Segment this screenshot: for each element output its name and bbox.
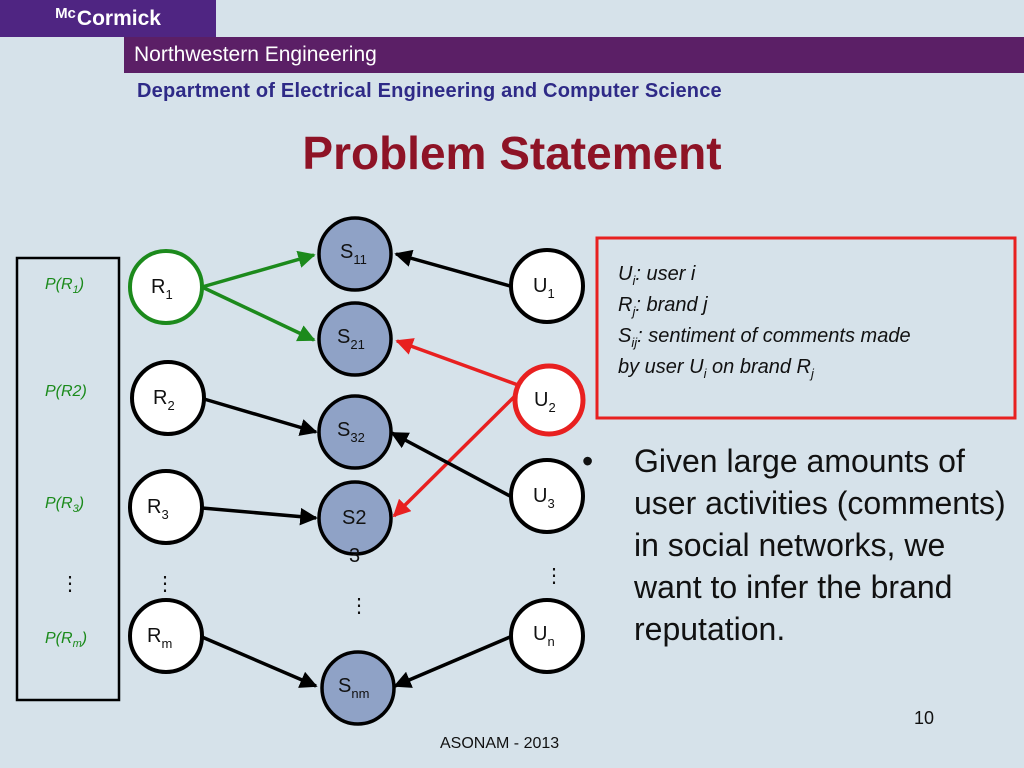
node-s11: S11 <box>317 216 393 292</box>
legend-box <box>595 236 1017 420</box>
svg-text:3: 3 <box>349 545 360 567</box>
node-s21: S21 <box>317 301 393 377</box>
node-snm: Snm <box>320 650 396 726</box>
header-bar-text: Northwestern Engineering <box>134 43 377 66</box>
logo-prefix: Mc <box>55 5 76 22</box>
svg-text:Snm: Snm <box>338 675 369 701</box>
legend-line-by-user: by user Ui on brand Rj <box>618 356 814 381</box>
logo-suffix: Cormick <box>76 6 161 30</box>
node-un: Un <box>509 598 585 674</box>
footer-text: ASONAM - 2013 <box>440 735 560 752</box>
node-r3: R3 <box>128 469 204 545</box>
edge-u1-s11 <box>394 249 511 288</box>
svg-text:S32: S32 <box>337 419 365 445</box>
edge-un-snm <box>393 635 511 688</box>
svg-text:Rm: Rm <box>147 625 172 651</box>
legend-line-user: Ui: user i <box>618 263 696 288</box>
svg-text:Un: Un <box>533 623 555 649</box>
node-r1: R1 <box>128 249 204 325</box>
prior-label-r3: P(R3) <box>45 495 84 515</box>
edge-r1-s21 <box>201 285 316 342</box>
node-r2: R2 <box>130 360 206 436</box>
svg-text:R2: R2 <box>153 387 175 413</box>
svg-text:U1: U1 <box>533 275 555 301</box>
legend-line-brand: Rj: brand j <box>618 294 708 319</box>
edge-r3-s23 <box>201 506 318 526</box>
node-s23: S2 3 <box>317 480 393 567</box>
ellipsis-users: ⋮ <box>544 565 564 587</box>
ellipsis-brands: ⋮ <box>155 573 175 595</box>
node-u2: U2 <box>512 363 586 437</box>
slide-title: Problem Statement <box>302 127 722 179</box>
ellipsis-sentiments: ⋮ <box>349 595 369 617</box>
svg-text:R1: R1 <box>151 276 173 302</box>
node-u3: U3 <box>509 458 585 534</box>
legend-line-sentiment: Sij: sentiment of comments made <box>618 325 911 350</box>
svg-text:U3: U3 <box>533 485 555 511</box>
department-title: Department of Electrical Engineering and… <box>137 80 722 102</box>
node-s32: S32 <box>317 394 393 470</box>
prior-box <box>15 256 121 702</box>
svg-text:S11: S11 <box>340 241 367 267</box>
node-u1: U1 <box>509 248 585 324</box>
svg-text:U2: U2 <box>534 389 556 415</box>
page-number: 10 <box>914 708 935 728</box>
prior-label-rm: P(Rm) <box>45 630 87 650</box>
ellipsis-priors: ⋮ <box>60 573 80 595</box>
svg-text:R3: R3 <box>147 496 169 522</box>
bullet-symbol: • <box>582 443 594 479</box>
header-bar: Northwestern Engineering <box>124 37 1024 73</box>
bullet-text: Given large amounts of user activities (… <box>634 443 1006 647</box>
edge-u2-s21 <box>395 338 519 387</box>
legend: Ui: user i Rj: brand j Sij: sentiment of… <box>618 262 998 386</box>
svg-text:S2: S2 <box>342 507 366 529</box>
edge-r2-s32 <box>203 397 318 436</box>
edge-r1-s11 <box>201 250 316 289</box>
svg-text:S21: S21 <box>337 326 365 352</box>
prior-label-r1: P(R1) <box>45 276 84 296</box>
edge-u2-s23 <box>392 391 520 518</box>
edge-rm-snm <box>201 635 318 688</box>
edge-u3-s32 <box>390 431 511 498</box>
node-rm: Rm <box>128 598 204 674</box>
prior-label-r2: P(R2) <box>45 383 87 400</box>
